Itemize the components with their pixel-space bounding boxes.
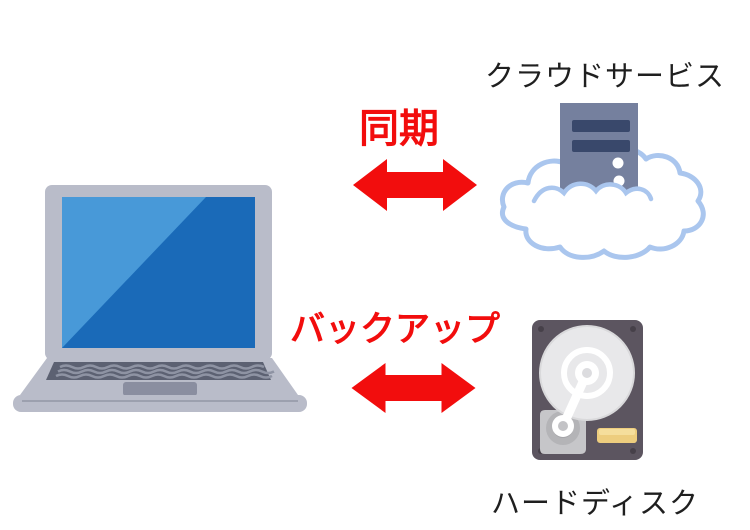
laptop-front-edge	[13, 395, 307, 412]
sync-arrow-icon	[353, 159, 477, 211]
hdd-screw	[630, 326, 636, 332]
double-arrow-shape	[353, 159, 477, 211]
backup-arrow-icon	[351, 363, 476, 413]
hdd-platter-ring	[561, 347, 613, 399]
cloud-server-icon	[500, 103, 706, 260]
hdd-hub	[582, 368, 592, 378]
laptop-key-row	[55, 373, 273, 379]
hard-disk-label: ハードディスク	[491, 488, 699, 520]
laptop-trackpad	[123, 382, 197, 396]
laptop-icon	[13, 185, 307, 412]
hdd-sticker-highlight	[599, 429, 635, 435]
laptop-key-row	[59, 364, 265, 370]
hdd-screw	[630, 448, 636, 454]
server-slot	[572, 140, 630, 152]
sync-connection-label: 同期	[359, 107, 439, 151]
laptop-screen-highlight	[62, 197, 206, 348]
server-led	[612, 157, 624, 169]
server-slot	[572, 120, 630, 132]
hard-disk-icon	[532, 320, 643, 460]
hdd-screw	[538, 326, 544, 332]
double-arrow-shape	[351, 363, 476, 413]
cloud-front-line	[531, 181, 654, 204]
hdd-actuator-pivot	[558, 421, 568, 431]
backup-connection-label: バックアップ	[289, 310, 500, 349]
cloud-service-label: クラウドサービス	[484, 61, 725, 93]
laptop-key-row	[57, 368, 275, 375]
